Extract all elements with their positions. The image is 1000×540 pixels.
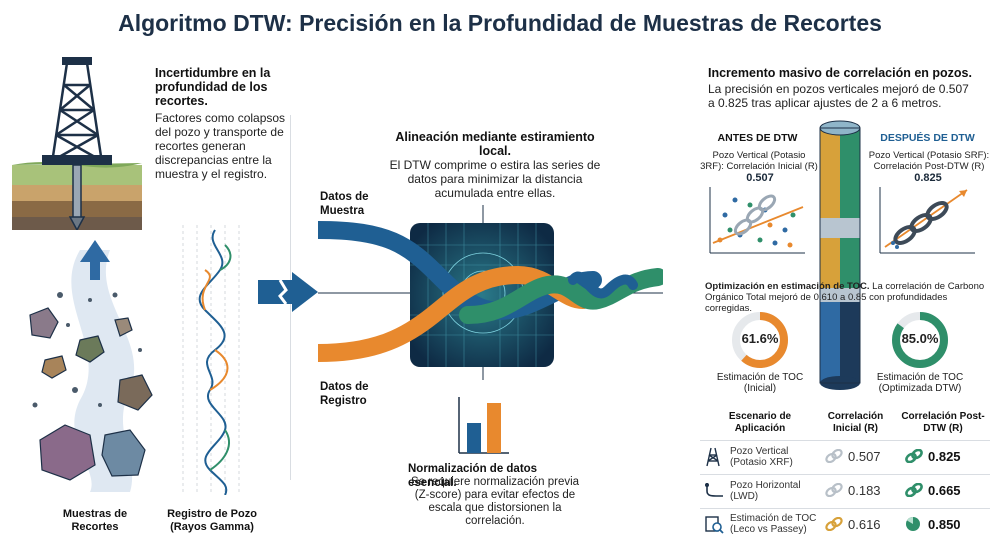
after-chain-chart — [879, 187, 975, 254]
derrick-icon — [706, 447, 720, 467]
correlation-heading: Incremento masivo de correlación en pozo… — [708, 66, 972, 80]
toc-initial-value: 61.6% — [741, 331, 779, 346]
table-header-scenario: Escenario de Aplicación — [728, 411, 792, 434]
after-title: DESPUÉS DE DTW — [880, 132, 975, 144]
table-cell-scenario: Pozo Vertical (Potasio XRF) — [730, 446, 793, 468]
horizontal-well-icon — [705, 483, 723, 497]
toc-body: La correlación de Carbono Orgánico Total… — [705, 281, 985, 314]
log-data-label: Datos de Registro — [320, 381, 369, 407]
core-cylinder-illustration — [819, 120, 861, 390]
table-cell-post: 0.825 — [928, 449, 961, 464]
alignment-body: El DTW comprime o estira las series de d… — [389, 158, 601, 200]
table-cell-scenario: Estimación de TOC (Leco vs Passey) — [730, 513, 817, 535]
table-cell-initial: 0.507 — [848, 449, 881, 464]
toc-heading: Optimización en estimación de TOC. — [705, 281, 870, 292]
bar-chart-icon — [458, 397, 509, 454]
toc-initial-caption: Estimación de TOC (Inicial) — [716, 372, 804, 394]
gamma-ray-log-chart — [182, 225, 240, 495]
before-title: ANTES DE DTW — [717, 132, 798, 144]
chain-link-icon — [825, 449, 843, 463]
table-cell-post: 0.850 — [928, 517, 961, 532]
toc-text: Optimización en estimación de TOC. La co… — [705, 281, 990, 314]
page-title: Algoritmo DTW: Precisión en la Profundid… — [118, 10, 882, 36]
table-cell-scenario: Pozo Horizontal (LWD) — [730, 480, 801, 502]
sample-data-label: Datos de Muestra — [320, 191, 369, 217]
cuttings-label: Muestras de Recortes — [62, 508, 128, 533]
toc-initial-donut — [732, 312, 788, 368]
table-cell-initial: 0.616 — [848, 517, 881, 532]
toc-optimized-caption: Estimación de TOC (Optimizada DTW) — [876, 372, 964, 394]
toc-optimized-donut — [892, 312, 948, 368]
before-scatter-chart — [709, 187, 805, 254]
table-row: Pozo Horizontal (LWD) 0.183 0.665 — [700, 474, 990, 504]
chain-link-icon — [825, 483, 843, 497]
pie-chart-icon — [906, 517, 920, 531]
right-arrow-icon — [258, 272, 318, 312]
chain-link-icon — [905, 483, 923, 497]
alignment-heading: Alineación mediante estiramiento local. — [395, 130, 595, 158]
before-desc: Pozo Vertical (Potasio 3RF): Correlación… — [700, 150, 818, 172]
uncertainty-body: Factores como colapsos del pozo y transp… — [155, 111, 286, 181]
well-log-label: Registro de Pozo (Rayos Gamma) — [167, 508, 257, 533]
chain-link-icon — [905, 449, 923, 463]
drilling-rig-illustration — [12, 57, 142, 230]
table-cell-initial: 0.183 — [848, 483, 881, 498]
chain-link-icon — [825, 517, 843, 531]
table-header-post: Correlación Post-DTW (R) — [901, 411, 985, 434]
table-row: Pozo Vertical (Potasio XRF) 0.507 0.825 — [700, 440, 990, 470]
before-value: 0.507 — [746, 172, 774, 184]
toc-optimized-value: 85.0% — [901, 331, 939, 346]
dtw-alignment-visual — [318, 205, 663, 380]
cuttings-illustration — [29, 240, 153, 492]
table-cell-post: 0.665 — [928, 483, 961, 498]
correlation-body: La precisión en pozos verticales mejoró … — [708, 82, 969, 110]
normalization-heading: Normalización de datos esencial. — [408, 463, 538, 489]
table-row: Estimación de TOC (Leco vs Passey) 0.616… — [700, 508, 990, 538]
after-desc: Pozo Vertical (Potasio SRF): Correlación… — [868, 150, 990, 172]
uncertainty-heading: Incertidumbre en la profundidad de los r… — [155, 66, 271, 108]
table-header-initial: Correlación Inicial (R) — [827, 411, 884, 434]
magnifier-chart-icon — [705, 516, 724, 534]
after-value: 0.825 — [914, 172, 942, 184]
normalization-body: Se requiere normalización previa (Z-scor… — [410, 476, 580, 527]
